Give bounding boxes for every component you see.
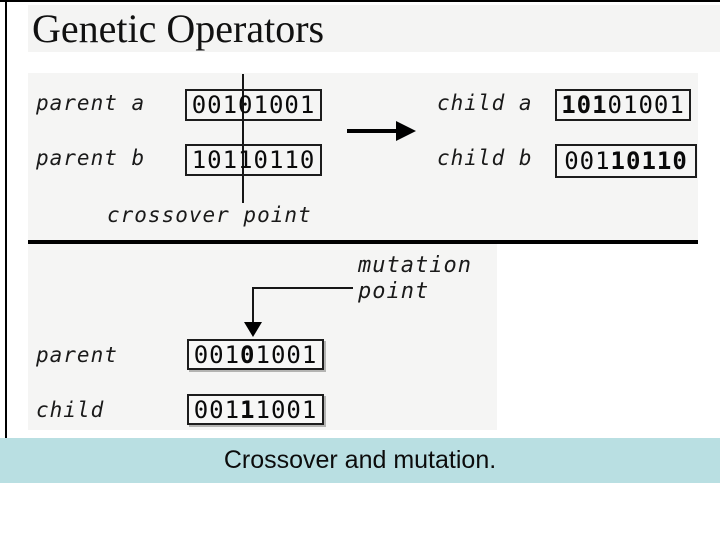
mutation-child-bold-bit: 1: [240, 395, 256, 424]
mutation-child-label: child: [36, 398, 105, 422]
mutation-arrow-horizontal: [252, 287, 353, 289]
mutation-parent-label: parent: [36, 343, 118, 367]
slide-top-border: [0, 0, 720, 2]
child-b-bold-segment: 10110: [610, 147, 688, 175]
crossover-point-line: [242, 74, 244, 203]
parent-b-bits: 10110110: [185, 144, 322, 176]
mutation-parent-bold-bit: 0: [240, 340, 256, 369]
child-b-label: child b: [437, 146, 533, 170]
child-b-plain-segment: 001: [564, 147, 611, 175]
mutation-point-label-line1: mutation: [358, 253, 472, 278]
title-band: Genetic Operators: [28, 5, 720, 52]
slide-caption: Crossover and mutation.: [223, 446, 497, 474]
parent-b-label: parent b: [36, 146, 146, 170]
mutation-arrow-icon: [244, 322, 262, 337]
crossover-point-label: crossover point: [107, 203, 312, 227]
parent-a-bits: 00101001: [185, 89, 322, 121]
mutation-child-post: 1001: [255, 395, 318, 424]
mutation-parent-pre: 001: [193, 340, 241, 369]
mutation-point-label: mutation point: [358, 253, 472, 305]
child-a-plain-segment: 01001: [607, 91, 685, 119]
parent-b-value: 10110110: [191, 146, 316, 174]
slide-left-border: [5, 0, 7, 438]
mutation-arrow-vertical: [252, 287, 254, 323]
crossover-panel: [28, 73, 698, 243]
caption-band: Crossover and mutation.: [0, 438, 720, 483]
page-title: Genetic Operators: [32, 5, 325, 51]
child-a-bold-segment: 101: [561, 91, 608, 119]
child-a-label: child a: [437, 91, 533, 115]
parent-a-label: parent a: [36, 91, 146, 115]
mutation-parent-post: 1001: [255, 340, 318, 369]
parent-a-value: 00101001: [191, 91, 316, 119]
mutation-child-pre: 001: [193, 395, 241, 424]
mutation-point-label-line2: point: [358, 279, 430, 304]
crossover-arrow-shaft: [347, 129, 397, 133]
crossover-arrow-icon: [396, 121, 416, 141]
section-divider: [28, 240, 698, 244]
